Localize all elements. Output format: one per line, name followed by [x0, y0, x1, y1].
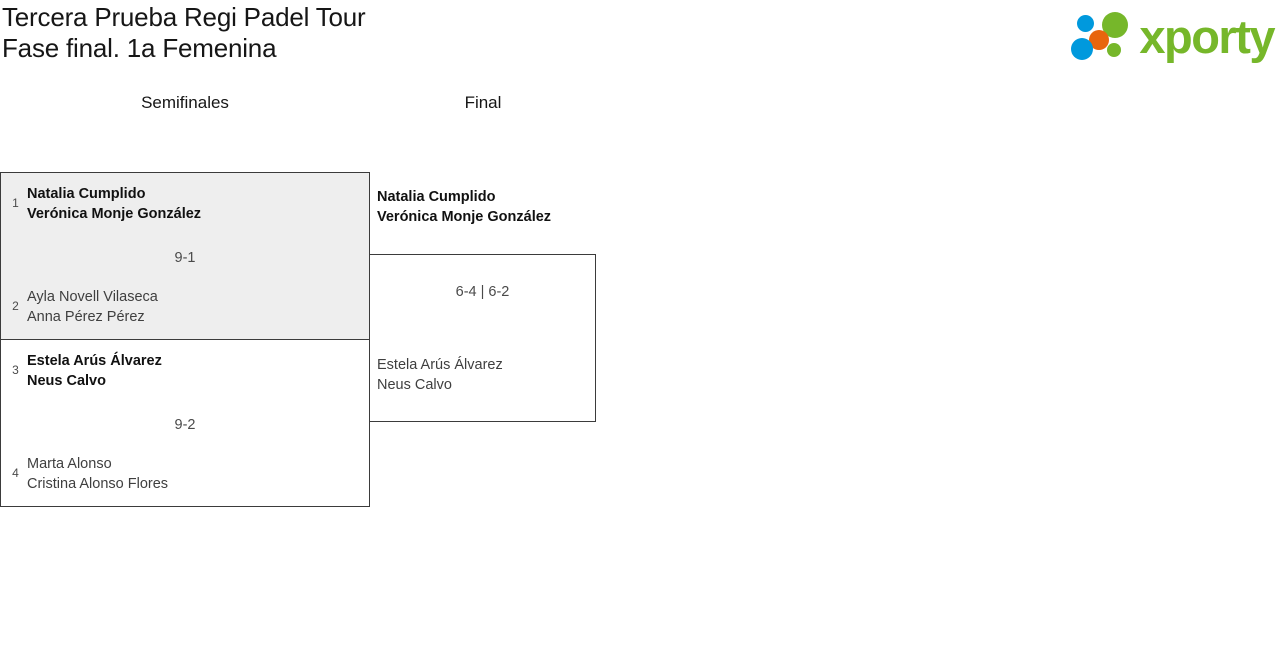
bracket-rounds: 1 Natalia Cumplido Verónica Monje Gonzál… — [0, 128, 1280, 528]
player-name: Natalia Cumplido — [377, 189, 496, 205]
seed-number: 2 — [12, 299, 19, 313]
match-team-top[interactable]: 1 Natalia Cumplido Verónica Monje Gonzál… — [1, 185, 369, 224]
round-header-final: Final — [464, 93, 502, 112]
page-header: Tercera Prueba Regi Padel Tour Fase fina… — [0, 0, 1280, 84]
seed-number: 4 — [12, 466, 19, 480]
logo-wordmark: xporty — [1139, 9, 1275, 63]
round-headers: Semifinales Final — [0, 84, 1280, 128]
player-name: Verónica Monje González — [27, 205, 202, 222]
team-names: Estela Arús Álvarez Neus Calvo — [23, 352, 363, 391]
seed-number: 1 — [12, 196, 19, 210]
player-name: Neus Calvo — [27, 372, 106, 389]
xporty-logo[interactable]: xporty — [1069, 8, 1275, 64]
player-name: Verónica Monje González — [377, 208, 552, 225]
seed-number: 3 — [12, 363, 19, 377]
tournament-title: Tercera Prueba Regi Padel Tour — [2, 2, 366, 32]
team-names: Ayla Novell Vilaseca Anna Pérez Pérez — [23, 288, 363, 327]
match-team-bottom[interactable]: 2 Ayla Novell Vilaseca Anna Pérez Pérez — [1, 288, 369, 327]
player-name: Estela Arús Álvarez — [27, 353, 162, 369]
logo-dots-icon — [1069, 10, 1135, 62]
team-names: Marta Alonso Cristina Alonso Flores — [23, 455, 363, 494]
team-names: Natalia Cumplido Verónica Monje González — [23, 185, 363, 224]
match-score: 9-1 — [174, 250, 196, 266]
player-name: Natalia Cumplido — [27, 186, 146, 202]
green-small-dot-icon — [1107, 43, 1122, 57]
player-name: Estela Arús Álvarez — [377, 357, 503, 373]
match-semifinal-1[interactable]: 1 Natalia Cumplido Verónica Monje Gonzál… — [0, 172, 370, 340]
player-name: Anna Pérez Pérez — [27, 308, 145, 325]
final-team-bottom[interactable]: Estela Arús Álvarez Neus Calvo — [369, 356, 596, 395]
blue-small-dot-icon — [1077, 15, 1095, 32]
final-team-top[interactable]: Natalia Cumplido Verónica Monje González — [369, 188, 596, 227]
match-final[interactable] — [369, 254, 596, 422]
tournament-bracket: Semifinales Final 1 Natalia Cumplido Ver… — [0, 84, 1280, 528]
player-name: Cristina Alonso Flores — [27, 475, 169, 492]
round-header-semifinals: Semifinales — [141, 93, 229, 112]
final-match-score: 6-4 | 6-2 — [455, 284, 510, 300]
match-team-top[interactable]: 3 Estela Arús Álvarez Neus Calvo — [1, 352, 369, 391]
match-team-bottom[interactable]: 4 Marta Alonso Cristina Alonso Flores — [1, 455, 369, 494]
tournament-subtitle: Fase final. 1a Femenina — [2, 33, 277, 63]
player-name: Ayla Novell Vilaseca — [27, 289, 158, 305]
blue-large-dot-icon — [1071, 38, 1094, 60]
match-score: 9-2 — [174, 417, 196, 433]
player-name: Neus Calvo — [377, 376, 452, 393]
match-semifinal-2[interactable]: 3 Estela Arús Álvarez Neus Calvo 9-2 4 M… — [0, 339, 370, 507]
player-name: Marta Alonso — [27, 456, 112, 472]
page-title: Tercera Prueba Regi Padel Tour Fase fina… — [0, 0, 366, 64]
orange-dot-icon — [1089, 30, 1110, 50]
